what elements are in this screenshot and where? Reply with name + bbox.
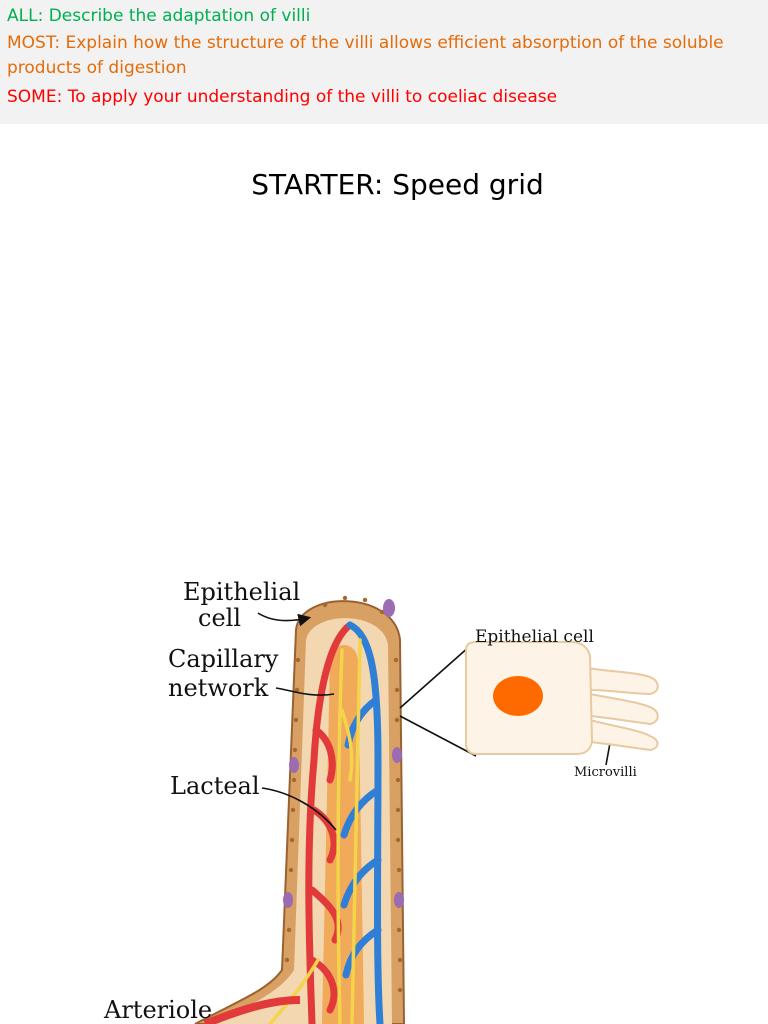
arteriole-vessel — [203, 996, 301, 1024]
villus-diagram: Epithelial cell Capillary network Lactea… — [0, 560, 768, 1024]
objective-most: MOST: Explain how the structure of the v… — [7, 33, 724, 78]
objective-some: SOME: To apply your understanding of the… — [7, 87, 558, 107]
learning-objectives: ALL: Describe the adaptation of villi MO… — [0, 0, 768, 124]
inset-pointer-bottom — [399, 715, 477, 757]
inset-pointer-top — [399, 645, 471, 709]
label-inset-epithelial-cell: Epithelial cell — [475, 627, 594, 647]
nucleus-shape — [493, 676, 543, 716]
objective-all: ALL: Describe the adaptation of villi — [7, 6, 311, 26]
lacteal-vessels — [268, 638, 362, 1024]
capillary-pointer — [275, 687, 335, 696]
label-arteriole: Arteriole — [103, 996, 212, 1024]
inset-epithelial-cell — [465, 641, 659, 755]
label-epithelial-line1: Epithelial — [183, 578, 300, 606]
label-capillary-line1: Capillary — [168, 645, 279, 673]
label-capillary-line2: network — [168, 674, 269, 702]
label-microvilli: Microvilli — [574, 765, 637, 780]
starter-title: STARTER: Speed grid — [251, 168, 544, 201]
label-epithelial-line2: cell — [198, 604, 241, 632]
epithelial-pointer — [257, 612, 312, 627]
label-lacteal: Lacteal — [170, 772, 260, 800]
villus-illustration: Epithelial cell Capillary network Lactea… — [103, 578, 659, 1024]
lacteal-pointer — [261, 787, 337, 831]
